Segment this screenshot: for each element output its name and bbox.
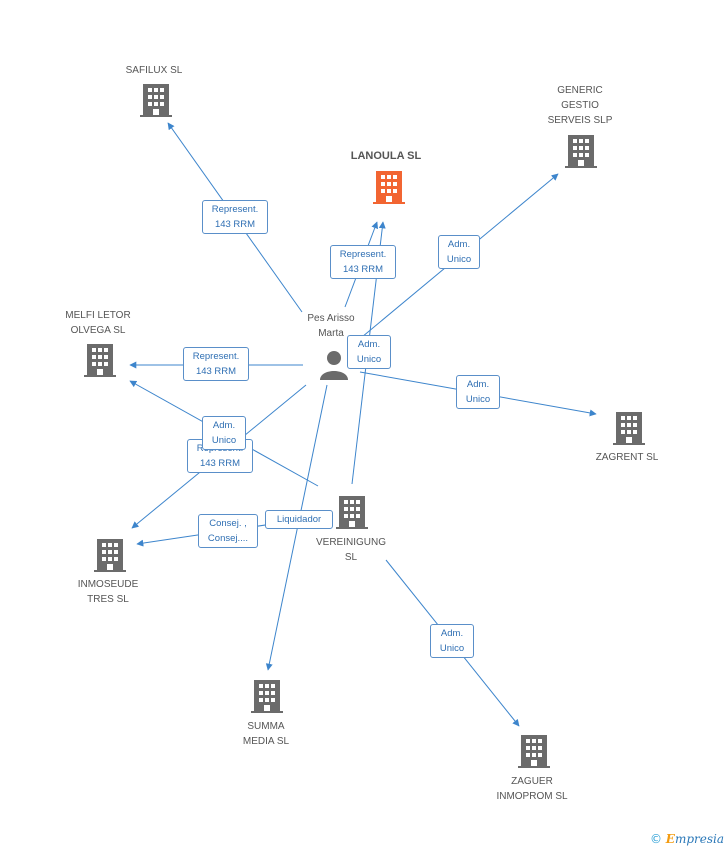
- edge-label-generic[interactable]: Adm. Unico: [438, 235, 480, 269]
- edge-label-zaguer[interactable]: Adm. Unico: [430, 624, 474, 658]
- edge-label-vereinigung-liquidador[interactable]: Liquidador: [265, 510, 333, 529]
- building-icon-summa[interactable]: [251, 680, 283, 713]
- edge-label-melfi-adm[interactable]: Adm. Unico: [202, 416, 246, 450]
- building-icon-generic[interactable]: [565, 135, 597, 168]
- edge-label-inmoseude-consej[interactable]: Consej. , Consej....: [198, 514, 258, 548]
- building-icon-zaguer[interactable]: [518, 735, 550, 768]
- node-label-vereinigung[interactable]: VEREINIGUNG SL: [315, 537, 386, 563]
- node-label-lanoula[interactable]: LANOULA SL: [350, 150, 422, 162]
- brand-initial: E: [665, 832, 675, 846]
- node-label-safilux[interactable]: SAFILUX SL: [125, 65, 183, 76]
- edge-label-zagrent[interactable]: Adm. Unico: [456, 375, 500, 409]
- building-icon-inmoseude[interactable]: [94, 539, 126, 572]
- edge-label-lanoula-adm[interactable]: Adm. Unico: [347, 335, 391, 369]
- node-label-inmoseude[interactable]: INMOSEUDE TRES SL: [77, 579, 139, 605]
- edge-label-lanoula-represent[interactable]: Represent. 143 RRM: [330, 245, 396, 279]
- building-icon-lanoula[interactable]: [373, 171, 405, 204]
- node-label-summa[interactable]: SUMMA MEDIA SL: [242, 721, 290, 747]
- building-icon-melfi[interactable]: [84, 344, 116, 377]
- building-icon-vereinigung[interactable]: [336, 496, 368, 529]
- node-label-zagrent[interactable]: ZAGRENT SL: [595, 452, 659, 463]
- edge-label-safilux[interactable]: Represent. 143 RRM: [202, 200, 268, 234]
- copyright-symbol: ©: [649, 832, 662, 846]
- node-label-person[interactable]: Pes Arisso Marta: [307, 313, 355, 339]
- building-icon-zagrent[interactable]: [613, 412, 645, 445]
- node-label-melfi[interactable]: MELFI LETOR OLVEGA SL: [65, 310, 131, 336]
- person-icon[interactable]: [320, 351, 348, 380]
- empresia-credit[interactable]: © Empresia: [650, 832, 724, 846]
- node-label-generic[interactable]: GENERIC GESTIO SERVEIS SLP: [547, 85, 613, 126]
- node-label-zaguer[interactable]: ZAGUER INMOPROM SL: [496, 776, 568, 802]
- edge-label-melfi-represent[interactable]: Represent. 143 RRM: [183, 347, 249, 381]
- brand-name: mpresia: [674, 832, 724, 846]
- building-icon-safilux[interactable]: [140, 84, 172, 117]
